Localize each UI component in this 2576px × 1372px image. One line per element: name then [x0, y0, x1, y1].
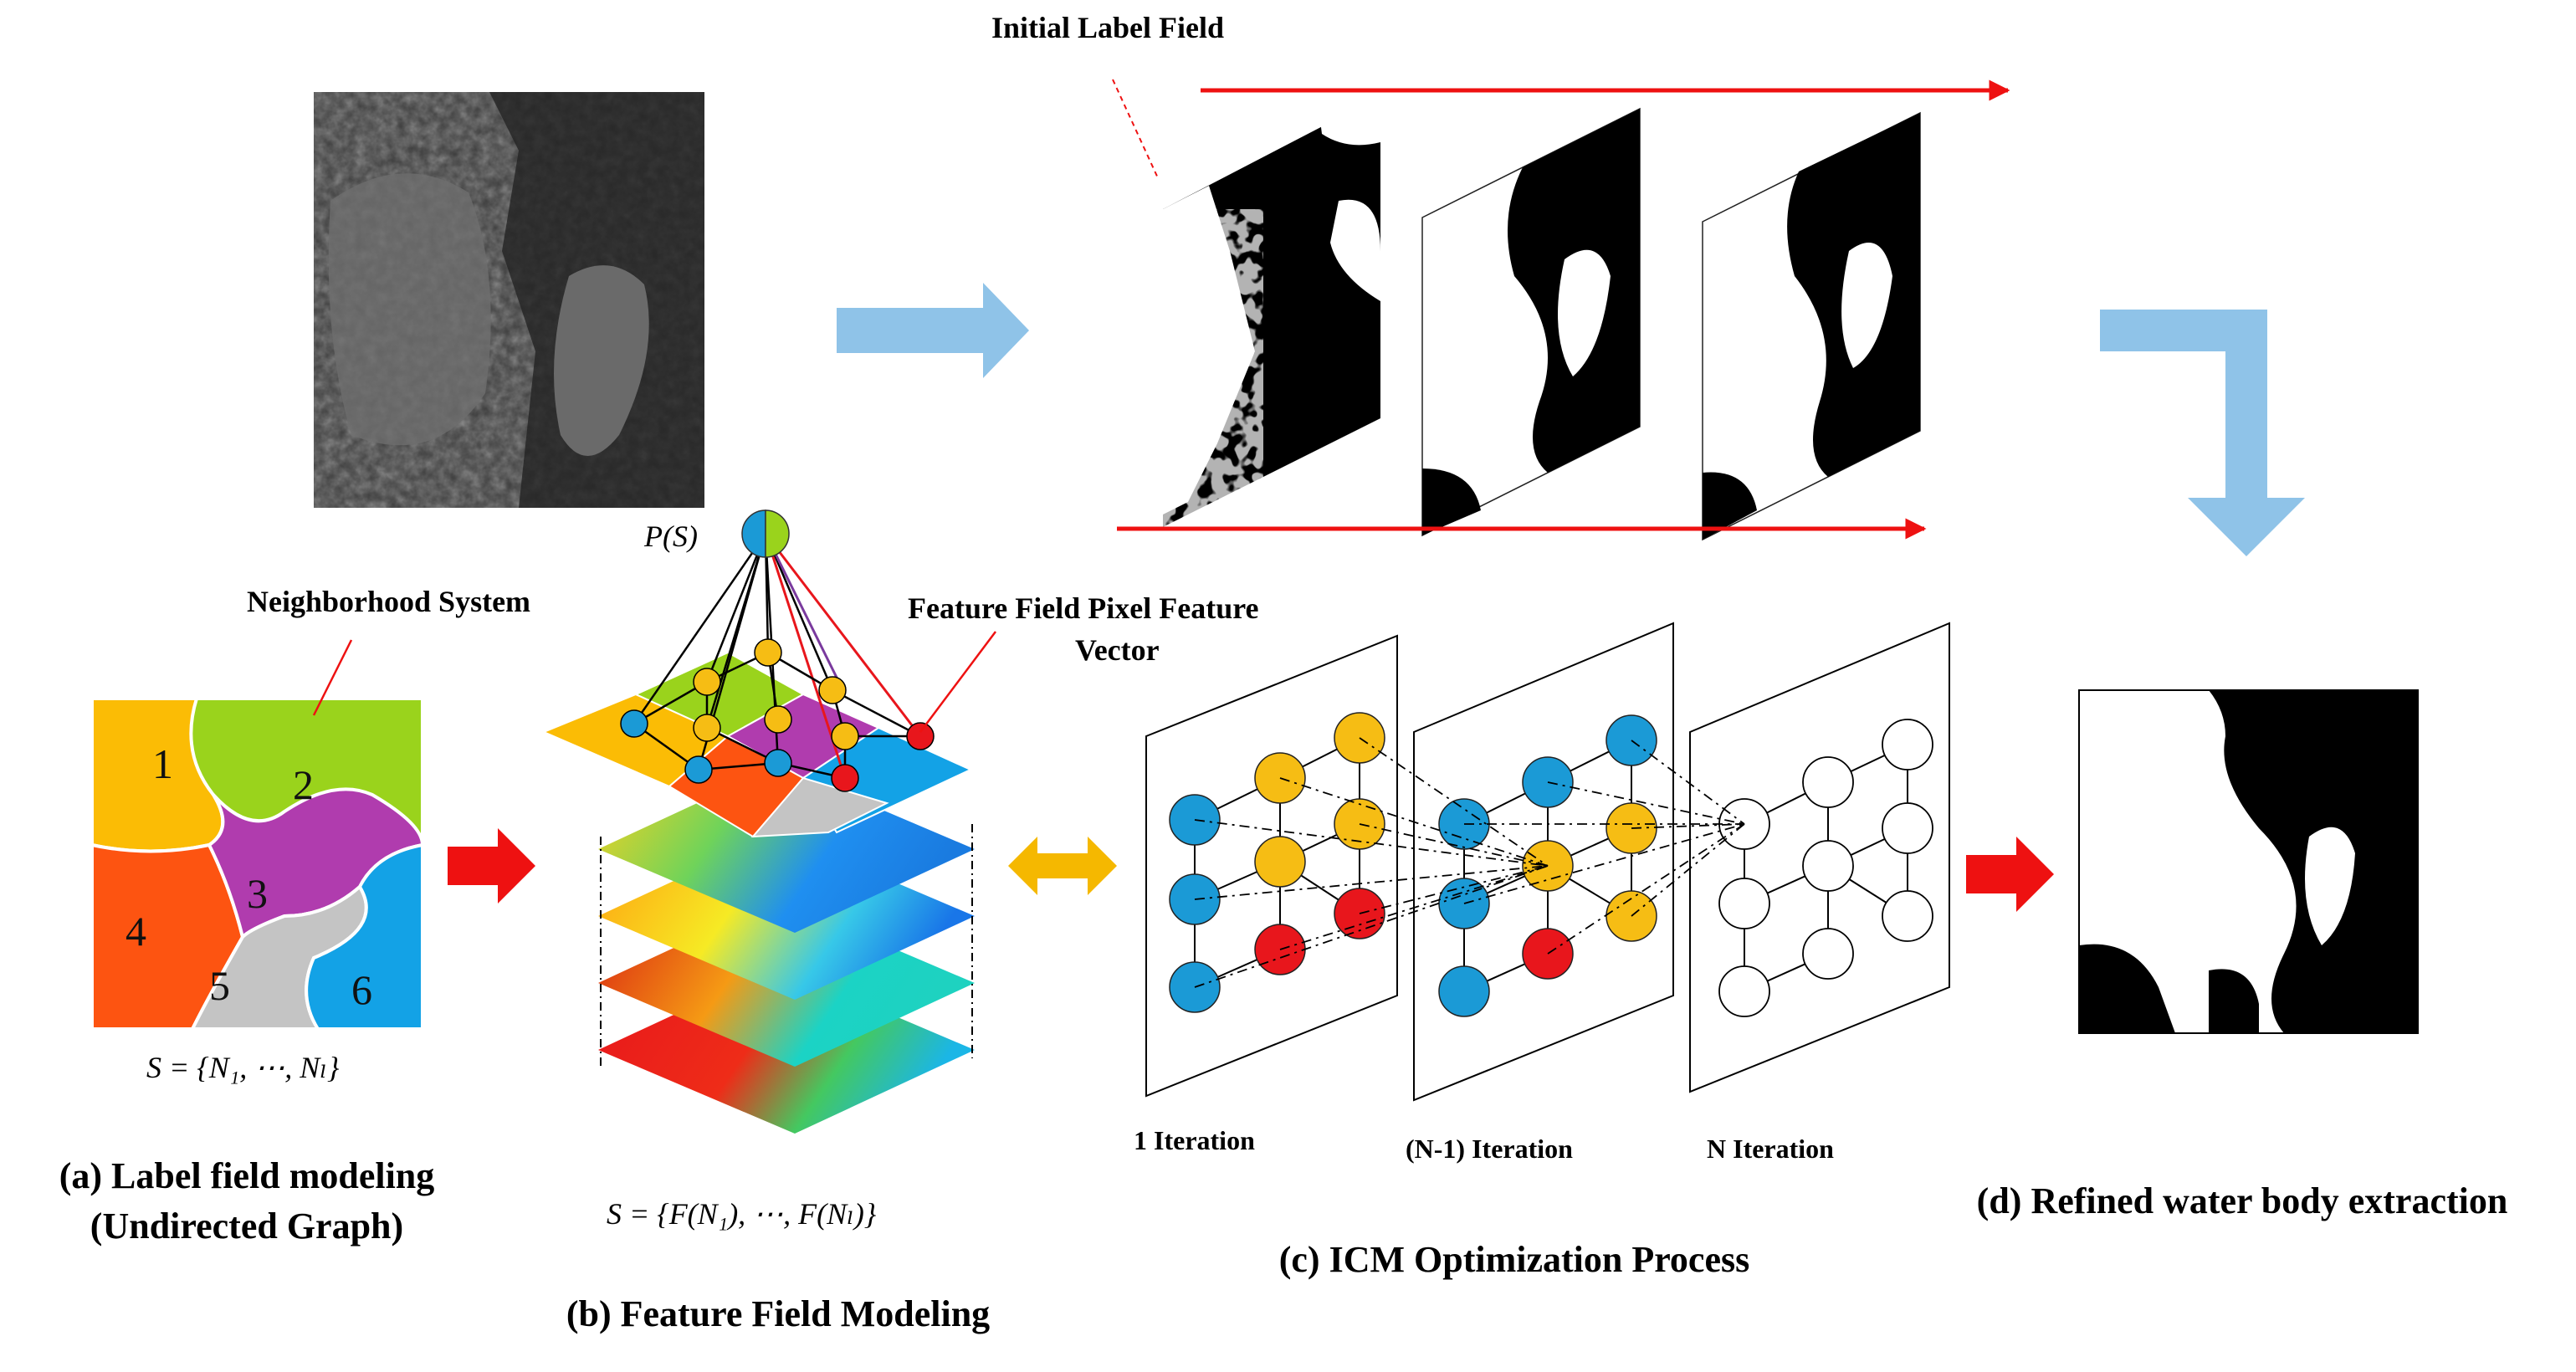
caption-a-line2: (Undirected Graph): [90, 1206, 404, 1247]
initial-label-pointer: [1112, 79, 1160, 181]
refined-result-image: [2078, 689, 2419, 1034]
label-field-sequence: [1112, 79, 2010, 541]
region-number: 2: [293, 761, 314, 808]
caption-d: (d) Refined water body extraction: [1976, 1180, 2508, 1221]
orange-double-arrow: [1008, 837, 1117, 895]
feature-set-formula: S = {F(N₁), ⋯, F(Nₗ)}: [607, 1197, 877, 1231]
caption-a-line1: (a) Label field modeling: [59, 1155, 435, 1196]
caption-c: (c) ICM Optimization Process: [1278, 1239, 1750, 1280]
label-plane: [541, 651, 973, 838]
region-number: 5: [209, 962, 230, 1009]
p-s-label: P(S): [644, 520, 698, 553]
apex-node: [741, 509, 790, 558]
feature-layer-1: [598, 765, 975, 933]
neighborhood-system-label: Neighborhood System: [247, 585, 531, 618]
initial-label-field-title: Initial Label Field: [991, 11, 1225, 44]
red-arrow-a-b: [448, 828, 535, 904]
iteration-label-n-1: (N-1) Iteration: [1406, 1134, 1573, 1164]
feature-vector-label-line1: Feature Field Pixel Feature: [908, 591, 1259, 625]
red-arrow-c-d: [1966, 837, 2054, 912]
label-field-frame-3: [1702, 111, 1921, 541]
caption-b: (b) Feature Field Modeling: [566, 1293, 991, 1334]
iteration-label-n: N Iteration: [1707, 1134, 1834, 1164]
region-number: 6: [351, 966, 372, 1013]
region-number: 1: [152, 740, 173, 787]
satellite-image: [314, 92, 704, 508]
region-numbers: 1 2 3 4 5 6: [125, 740, 372, 1013]
label-field-frame-2: [1421, 107, 1641, 537]
blue-elbow-arrow: [2100, 310, 2305, 556]
label-set-formula: S = {N₁, ⋯, Nₗ}: [146, 1051, 340, 1084]
icm-panels: [1145, 622, 1950, 1102]
label-field-frame-1: [1163, 96, 1380, 527]
label-field-regions: [90, 697, 425, 1031]
feature-field-stack: [541, 509, 975, 1134]
feature-vector-pointer: [919, 631, 996, 733]
feature-vector-label-line2: Vector: [1075, 633, 1160, 667]
blue-arrow-right: [837, 283, 1029, 378]
region-number: 4: [125, 908, 146, 955]
region-number: 3: [247, 870, 268, 917]
neighborhood-pointer: [312, 639, 353, 716]
region-6: [305, 842, 424, 1031]
iteration-label-1: 1 Iteration: [1134, 1125, 1255, 1155]
